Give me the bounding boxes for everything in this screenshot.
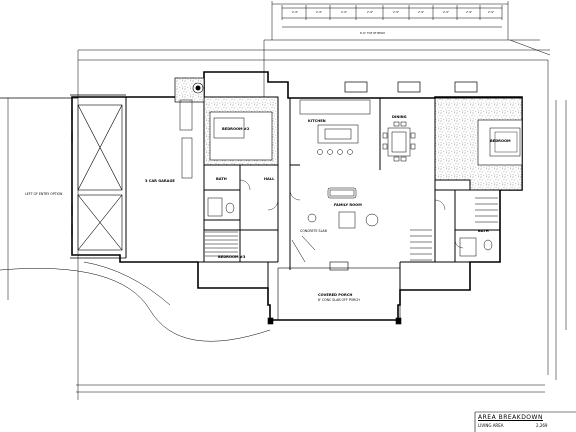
garage-area xyxy=(0,104,271,342)
dim-top-note: 6'-6" TOP OF BEAM xyxy=(360,31,385,35)
dining-label: DINING xyxy=(392,115,407,119)
bath-fixtures xyxy=(179,99,493,257)
master-bedroom-label: BEDROOM xyxy=(490,139,511,143)
garage-label: 3 CAR GARAGE xyxy=(145,179,175,183)
family-room-furniture xyxy=(307,187,379,229)
exterior-walls xyxy=(0,71,523,321)
area-breakdown-title: AREA BREAKDOWN xyxy=(478,414,543,421)
svg-text:2'-9": 2'-9" xyxy=(443,10,449,14)
porch-label: COVERED PORCH xyxy=(318,293,352,297)
stone-walls-right xyxy=(434,97,523,191)
svg-text:2'-9": 2'-9" xyxy=(393,10,399,14)
family-room-label: FAMILY ROOM xyxy=(334,203,362,207)
svg-text:2'-9": 2'-9" xyxy=(418,10,424,14)
area-row-value: 2,269 xyxy=(536,423,548,428)
title-block xyxy=(474,411,576,432)
garage-note: LEFT OF ENTRY OPTION xyxy=(25,192,63,196)
slab-note: CONCRETE SLAB xyxy=(300,229,327,233)
kitchen-fixtures xyxy=(299,81,478,162)
svg-text:2'-9": 2'-9" xyxy=(341,10,347,14)
svg-text:2'-9": 2'-9" xyxy=(316,10,322,14)
door-swings xyxy=(239,179,464,249)
svg-text:2'-9": 2'-9" xyxy=(488,10,494,14)
svg-text:2'-9": 2'-9" xyxy=(466,10,472,14)
area-row-label: LIVING AREA xyxy=(478,423,504,428)
top-dimension-lines xyxy=(7,1,567,400)
bath-label: BATH xyxy=(216,177,227,181)
master-bath-label: BATH xyxy=(478,229,489,233)
svg-text:2'-9": 2'-9" xyxy=(292,10,298,14)
porch-note: 6' CONC SLAB OFF PORCH xyxy=(318,298,360,302)
bedroom2-label: BEDROOM #2 xyxy=(222,127,250,131)
room-labels: 3 CAR GARAGE KITCHEN DINING FAMILY ROOM … xyxy=(25,115,511,302)
stairs xyxy=(205,197,498,263)
stone-walls-left xyxy=(174,77,279,166)
svg-text:2'-9": 2'-9" xyxy=(367,10,373,14)
dimension-text: 2'-9" 2'-9" 2'-9" 2'-9" 2'-9" 2'-9" 2'-9" 2'… xyxy=(292,10,494,35)
kitchen-label: KITCHEN xyxy=(308,119,326,123)
covered-porch xyxy=(267,261,402,325)
bedroom3-label: BEDROOM #3 xyxy=(218,255,246,259)
hall-label: HALL xyxy=(264,177,275,181)
